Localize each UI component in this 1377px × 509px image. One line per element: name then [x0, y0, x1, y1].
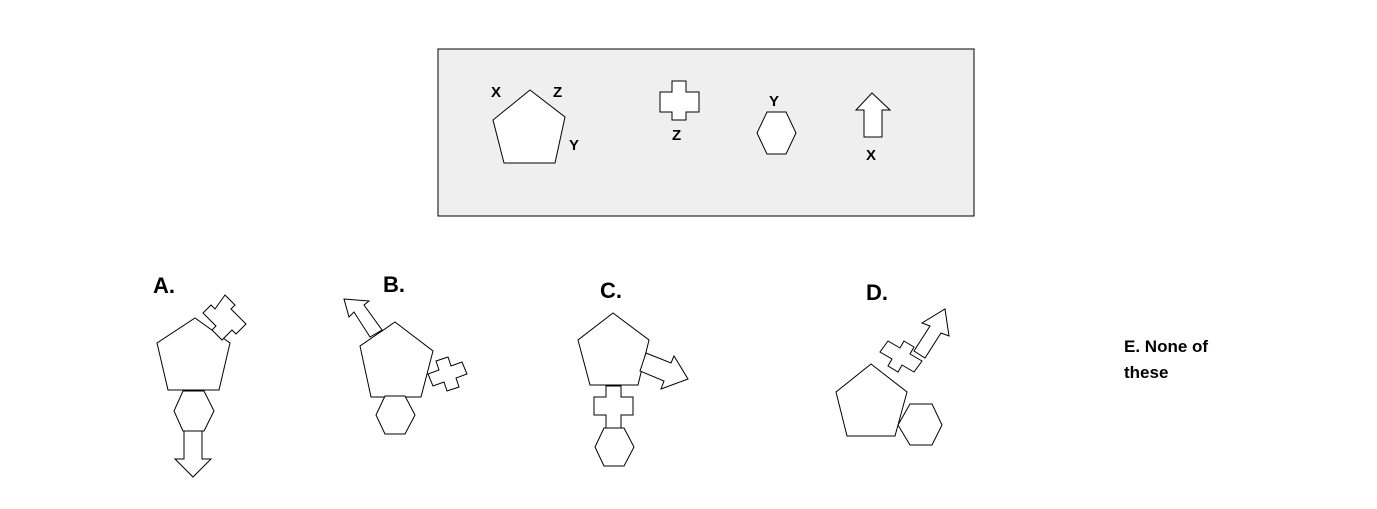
option-c-letter: C. — [600, 278, 622, 303]
option-e[interactable]: E. None of these — [1124, 337, 1208, 382]
option-e-text-line2: these — [1124, 363, 1168, 382]
option-b-cross — [427, 356, 468, 392]
option-b-letter: B. — [383, 272, 405, 297]
cross-label: Z — [672, 127, 681, 144]
pentagon-label-top-left: X — [491, 84, 501, 101]
pentagon-shape — [492, 89, 566, 164]
option-b-arrow — [343, 298, 383, 338]
option-b[interactable]: B. — [343, 272, 468, 435]
hexagon-shape — [756, 111, 797, 155]
option-a-cross — [202, 294, 247, 341]
pentagon-label-right: Y — [569, 137, 579, 154]
reference-pentagon: X Z Y — [491, 84, 579, 164]
option-d[interactable]: D. — [835, 280, 950, 446]
option-c-pentagon — [577, 312, 650, 386]
cross-shape — [659, 80, 700, 121]
option-a-letter: A. — [153, 273, 175, 298]
option-d-arrow — [913, 308, 950, 359]
reference-hexagon: Y — [756, 93, 797, 155]
option-a-arrow — [173, 430, 213, 478]
reference-arrow: X — [854, 92, 892, 164]
reference-panel: X Z Y Z Y X — [437, 48, 975, 217]
option-c-cross — [593, 385, 634, 429]
reference-cross: Z — [659, 80, 700, 144]
option-d-cross — [879, 340, 923, 373]
pentagon-label-top-right: Z — [553, 84, 562, 101]
option-a-hexagon — [173, 390, 215, 432]
option-c-arrow — [639, 352, 689, 390]
option-a[interactable]: A. — [153, 273, 247, 478]
arrow-shape — [854, 92, 892, 138]
option-b-hexagon — [375, 395, 416, 435]
option-c[interactable]: C. — [577, 278, 689, 467]
option-c-hexagon — [594, 427, 635, 467]
arrow-label: X — [866, 147, 876, 164]
option-d-hexagon — [897, 403, 943, 446]
option-d-letter: D. — [866, 280, 888, 305]
option-a-pentagon — [156, 317, 231, 391]
option-e-text-line1: E. None of — [1124, 337, 1208, 356]
option-d-pentagon — [835, 363, 908, 437]
hexagon-label: Y — [769, 93, 779, 110]
